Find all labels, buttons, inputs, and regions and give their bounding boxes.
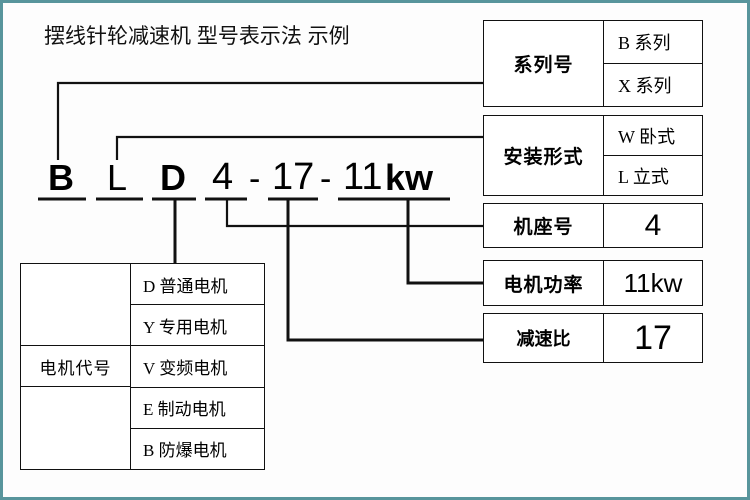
legend-label-frame-size: 机座号 [484, 204, 604, 247]
motor-code-table: 电机代号 D 普通电机 Y 专用电机 V 变频电机 E 制动电机 B 防爆电机 [20, 263, 265, 470]
motor-code-row[interactable]: D 普通电机 [143, 276, 228, 296]
legend-options-ratio: 17 [604, 314, 702, 362]
legend-box-ratio: 减速比 17 [483, 313, 703, 363]
leader-frame-size [225, 199, 483, 228]
legend-option[interactable]: L 立式 [604, 155, 702, 195]
leader-mounting [115, 135, 483, 160]
legend-label-ratio: 减速比 [484, 314, 604, 362]
legend-box-series: 系列号 B 系列 X 系列 [483, 20, 703, 107]
legend-option[interactable]: B 系列 [618, 33, 671, 53]
page-title: 摆线针轮减速机 型号表示法 示例 [44, 25, 350, 48]
legend-box-motor-power: 电机功率 11kw [483, 260, 703, 306]
legend-box-frame-size: 机座号 4 [483, 203, 703, 248]
motor-code-label-spacer-top [21, 264, 130, 346]
motor-code-row[interactable]: V 变频电机 [131, 345, 264, 386]
leader-series [56, 81, 483, 160]
legend-options-motor-power: 11kw [604, 261, 702, 305]
motor-code-row[interactable]: B 防爆电机 [131, 427, 264, 469]
legend-option[interactable]: X 系列 [604, 63, 702, 106]
legend-label-series: 系列号 [484, 21, 604, 106]
legend-value-motor-power: 11kw [623, 267, 683, 298]
motor-code-label-spacer-bottom [21, 387, 130, 469]
legend-options-mounting: W 卧式 L 立式 [604, 116, 702, 195]
legend-label-mounting: 安装形式 [484, 116, 604, 195]
motor-code-label-column: 电机代号 [21, 264, 131, 469]
motor-code-label: 电机代号 [21, 346, 130, 387]
legend-value-frame-size: 4 [644, 208, 662, 242]
legend-options-series: B 系列 X 系列 [604, 21, 702, 106]
motor-code-row[interactable]: Y 专用电机 [131, 304, 264, 345]
legend-option[interactable]: W 卧式 [618, 126, 676, 147]
legend-box-mounting: 安装形式 W 卧式 L 立式 [483, 115, 703, 196]
leader-ratio [286, 199, 483, 342]
legend-label-motor-power: 电机功率 [484, 261, 604, 305]
leader-motor-power [406, 199, 483, 285]
motor-code-row[interactable]: E 制动电机 [131, 386, 264, 428]
legend-options-frame-size: 4 [604, 204, 702, 247]
motor-code-option-column: D 普通电机 Y 专用电机 V 变频电机 E 制动电机 B 防爆电机 [131, 264, 264, 469]
legend-value-ratio: 17 [634, 318, 672, 357]
